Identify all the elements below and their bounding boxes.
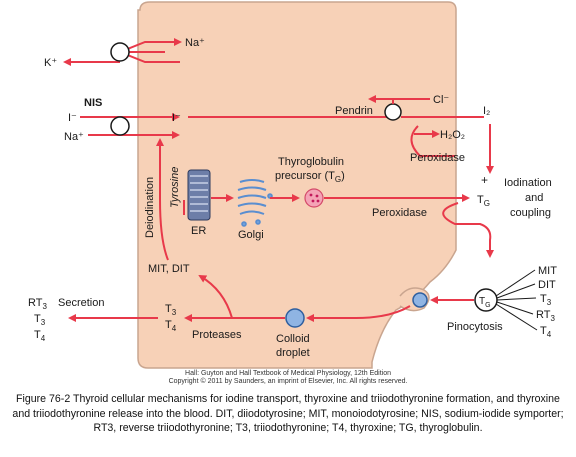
cl-label: Cl⁻ (433, 94, 449, 106)
nis-label: NIS (84, 97, 102, 109)
tg-circle-label: TG (479, 296, 491, 309)
right-mit-label: MIT (538, 265, 557, 277)
right-rt3-label: RT3 (536, 309, 555, 323)
source-credit-line2: Copyright © 2011 by Saunders, an imprint… (168, 378, 408, 385)
precursor-tg-label: precursor (TG) (275, 170, 345, 184)
and-label: and (525, 192, 543, 204)
iodination-label: Iodination (504, 177, 552, 189)
er-icon (187, 169, 211, 221)
plus-label: + (481, 173, 488, 187)
blood-t3-label: T3 (34, 313, 46, 327)
i-inside-label: I⁻ (172, 112, 181, 124)
golgi-label: Golgi (238, 229, 264, 241)
blood-t4-label: T4 (34, 329, 46, 343)
na-top-label: Na⁺ (185, 37, 205, 49)
proteases-label: Proteases (192, 329, 242, 341)
blood-rt3-label: RT3 (28, 297, 47, 311)
peroxidase-loop-arrow (442, 202, 494, 258)
inside-t3-label: T3 (165, 303, 177, 317)
tg-bundle-lines (495, 269, 538, 331)
nis-symporter-icon (110, 116, 130, 136)
droplet-label: droplet (276, 347, 310, 359)
pendrin-icon (384, 103, 402, 121)
pendrin-label: Pendrin (335, 105, 373, 117)
na-left-label: Na⁺ (64, 131, 84, 143)
tg-to-mitdit-arrow (198, 274, 233, 319)
right-dit-label: DIT (538, 279, 556, 291)
inside-t4-label: T4 (165, 319, 177, 333)
na-k-pump-icon (110, 42, 130, 62)
colloid-label: Colloid (276, 333, 310, 345)
h2o2-arrow (410, 125, 455, 157)
mit-dit-label: MIT, DIT (148, 263, 190, 275)
right-t4-label: T4 (540, 325, 552, 339)
h2o2-label: H₂O₂ (440, 129, 465, 141)
source-credit-line1: Hall: Guyton and Hall Textbook of Medica… (185, 370, 391, 377)
deiodination-label: Deiodination (144, 177, 156, 238)
colloid-droplet-apical-icon (412, 292, 428, 308)
tg-symbol-label: TG (477, 194, 490, 208)
thyroglobulin-vesicle-icon (304, 188, 324, 208)
k-label: K⁺ (44, 57, 57, 69)
thyroid-follicular-cell (137, 1, 457, 369)
golgi-icon (237, 179, 273, 227)
colloid-droplet-icon (285, 308, 305, 328)
caption-text: Figure 76-2 Thyroid cellular mechanisms … (12, 393, 564, 434)
peroxidase-mid-label: Peroxidase (372, 207, 427, 219)
i-left-label: I⁻ (68, 112, 77, 124)
i2-label: I₂ (483, 105, 490, 117)
right-t3-label: T3 (540, 293, 552, 307)
peroxidase-top-label: Peroxidase (410, 152, 465, 164)
thyroglobulin-label: Thyroglobulin (278, 156, 344, 168)
tyrosine-label: Tyrosine (169, 167, 181, 208)
pinocytosis-to-colloid-arrow (306, 305, 411, 322)
thyroid-cell-diagram: Na⁺ K⁺ NIS I⁻ Na⁺ I⁻ Pendrin Cl⁻ I₂ H₂O₂… (28, 1, 557, 369)
figure-caption: Figure 76-2 Thyroid cellular mechanisms … (8, 392, 568, 436)
coupling-label: coupling (510, 207, 551, 219)
tg-circle-icon (474, 288, 498, 312)
er-label: ER (191, 225, 206, 237)
pinocytosis-label: Pinocytosis (447, 321, 503, 333)
secretion-label: Secretion (58, 297, 104, 309)
deiodination-arrow (156, 138, 169, 261)
